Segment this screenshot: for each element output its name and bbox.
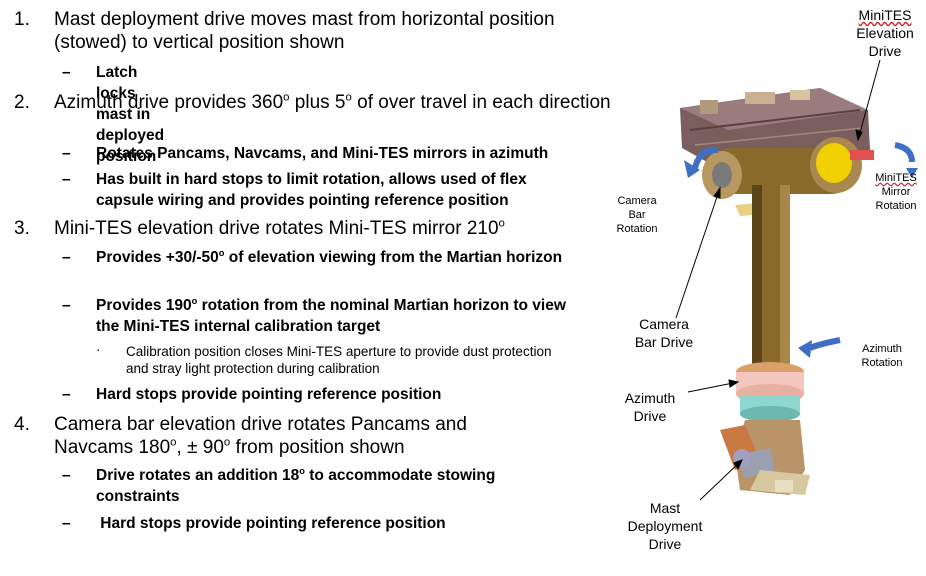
label-minites-mirror-rotation: MiniTES Mirror Rotation xyxy=(875,172,917,212)
minites-elevation-leader xyxy=(857,59,881,141)
sub-text: Hard stops provide pointing reference po… xyxy=(96,386,442,403)
item-number: 3. xyxy=(14,218,30,239)
bullet-dot: · xyxy=(96,342,101,357)
label-azimuth-rotation: Azimuth Rotation xyxy=(861,343,903,369)
label-camera-bar-rotation: Camera Bar Rotation xyxy=(616,195,658,235)
dash: – xyxy=(62,64,71,81)
dash: – xyxy=(62,145,71,162)
minites-mirror-rotation-arrow xyxy=(894,142,915,163)
camera-bar-arrowhead xyxy=(684,160,700,178)
item-text: Mini-TES elevation drive rotates Mini-TE… xyxy=(54,217,505,239)
dash: – xyxy=(62,467,71,484)
item-text: Camera bar elevation drive rotates Panca… xyxy=(54,414,467,458)
item-number: 4. xyxy=(14,414,30,435)
arrowhead xyxy=(713,186,721,199)
mirror-arrowhead xyxy=(906,168,918,178)
mast-tube xyxy=(752,185,790,375)
azimuth-drive-body xyxy=(736,362,804,422)
dash: – xyxy=(62,171,71,188)
arrowhead xyxy=(728,379,740,388)
item-text: Azimuth drive provides 360o plus 5o of o… xyxy=(54,91,611,113)
mast-deployment-mechanism xyxy=(720,420,810,495)
sub-text: Provides 190o rotation from the nominal … xyxy=(96,295,566,335)
camera-bar-rotation-arrow xyxy=(692,146,719,169)
label-camera-bar-drive: Camera Bar Drive xyxy=(634,316,694,350)
sub-sub-text: Calibration position closes Mini-TES ape… xyxy=(126,344,552,376)
label-minites-elevation-drive: MiniTES Elevation Drive xyxy=(856,7,914,59)
item-text: Mast deployment drive moves mast from ho… xyxy=(54,9,555,53)
dash: – xyxy=(62,297,71,314)
mast-deployment-leader xyxy=(699,459,743,501)
dash: – xyxy=(62,386,71,403)
item-number: 1. xyxy=(14,9,30,30)
sub-text: Has built in hard stops to limit rotatio… xyxy=(96,171,527,209)
camera-bar-drive-leader xyxy=(675,187,721,319)
arrowhead xyxy=(733,459,743,471)
camera-bar-assembly xyxy=(702,137,874,216)
item-number: 2. xyxy=(14,92,30,113)
label-mast-deployment-drive: Mast Deployment Drive xyxy=(627,500,703,552)
sub-text: Hard stops provide pointing reference po… xyxy=(96,515,446,532)
sub-text: Rotates Pancams, Navcams, and Mini-TES m… xyxy=(96,145,549,162)
sub-text: Provides +30/-50o of elevation viewing f… xyxy=(96,247,563,266)
arrowhead xyxy=(855,129,863,142)
sub-text: Drive rotates an addition 18o to accommo… xyxy=(96,465,496,505)
azimuth-arrowhead xyxy=(798,340,812,358)
sub-text: Latch locks mast in deployed position xyxy=(96,64,165,165)
label-azimuth-drive: Azimuth Drive xyxy=(624,390,676,424)
dash: – xyxy=(62,515,71,532)
dash: – xyxy=(62,249,71,266)
